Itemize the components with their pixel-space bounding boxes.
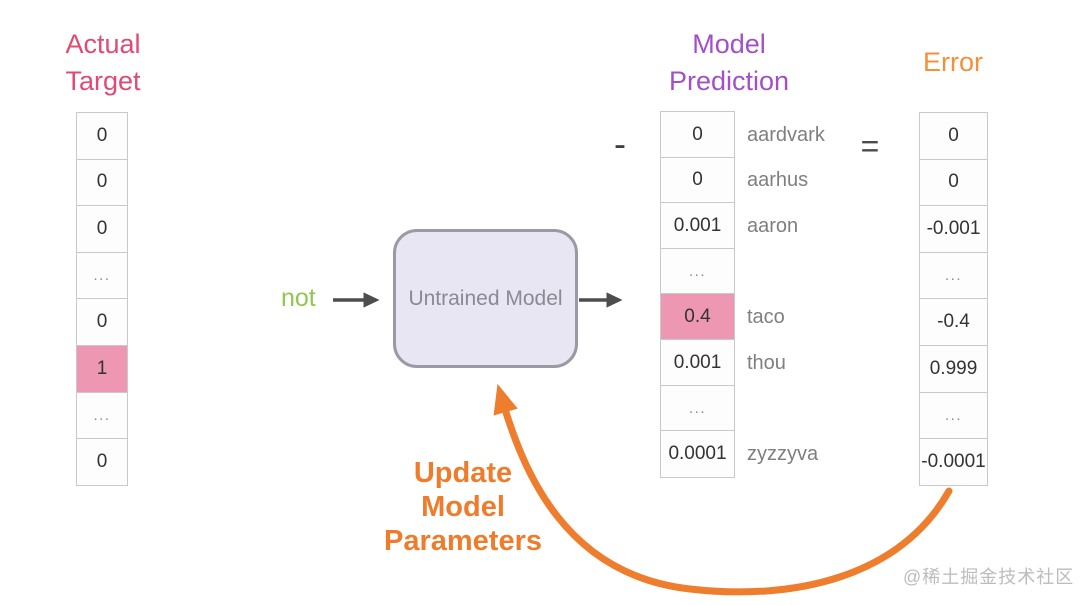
actual-target-cell: ... <box>76 391 128 440</box>
prediction-row: 0 aardvark <box>660 111 825 159</box>
error-cell: ... <box>919 391 988 440</box>
actual-target-cell: 0 <box>76 158 128 207</box>
error-header: Error <box>923 47 983 77</box>
cell-value: 0.001 <box>673 214 722 236</box>
prediction-cell: 0 <box>660 156 735 205</box>
prediction-cell: ... <box>660 384 735 433</box>
error-cell: -0.001 <box>919 205 988 253</box>
cell-value: 0 <box>96 171 108 193</box>
model-prediction-header: Model Prediction <box>668 29 790 96</box>
prediction-row: 0 aarhus <box>660 156 825 205</box>
actual-target-column: 0 0 0 ... 0 1 ... 0 <box>76 112 128 486</box>
cell-value: 0 <box>96 124 108 146</box>
actual-target-cell: 0 <box>76 438 128 486</box>
error-column: 0 0 -0.001 ... -0.4 0.999 ... -0.0001 <box>919 112 988 486</box>
actual-target-cell: 0 <box>76 205 128 253</box>
cell-value: 0 <box>96 450 108 472</box>
prediction-row: 0.0001 zyzzyva <box>660 430 825 478</box>
update-model-parameters-label: Update Model Parameters <box>384 457 542 557</box>
cell-value: 1 <box>96 357 108 379</box>
cell-value: 0 <box>692 169 703 191</box>
prediction-row: ... <box>660 247 825 296</box>
cell-value: 0 <box>948 171 959 193</box>
prediction-cell: ... <box>660 247 735 296</box>
actual-target-header: Actual Target <box>65 29 141 96</box>
prediction-cell: 0.0001 <box>660 430 735 478</box>
vocabulary-word: aardvark <box>747 123 825 146</box>
vocabulary-word: aaron <box>747 214 799 237</box>
error-cell: 0.999 <box>919 344 988 393</box>
cell-value: -0.4 <box>937 311 970 333</box>
cell-value: ... <box>944 406 962 424</box>
cell-value: 0 <box>948 124 959 146</box>
prediction-row: ... <box>660 384 825 433</box>
minus-operator: - <box>614 123 626 164</box>
actual-target-cell: 0 <box>76 298 128 346</box>
cell-value: ... <box>93 267 111 285</box>
model-box-label: Untrained Model <box>408 286 563 310</box>
cell-value: 0 <box>96 217 108 239</box>
cell-value: ... <box>688 399 706 417</box>
cell-value: 0.001 <box>673 351 722 373</box>
cell-value: 0.4 <box>684 306 711 328</box>
actual-target-cell: ... <box>76 251 128 300</box>
equals-operator: = <box>860 128 880 164</box>
prediction-cell: 0.001 <box>660 202 735 250</box>
prediction-cell: 0.4 <box>660 293 735 341</box>
prediction-cell: 0.001 <box>660 338 735 387</box>
cell-value: 0.999 <box>929 357 978 379</box>
prediction-row: 0.001 thou <box>660 338 825 387</box>
cell-value: ... <box>688 263 706 281</box>
prediction-row: 0.001 aaron <box>660 202 825 250</box>
actual-target-cell: 1 <box>76 344 128 393</box>
cell-value: 0.0001 <box>668 442 727 464</box>
cell-value: -0.0001 <box>921 450 986 472</box>
model-box: Untrained Model <box>393 229 578 368</box>
prediction-row: 0.4 taco <box>660 293 825 341</box>
watermark: @稀土掘金技术社区 <box>903 567 1075 587</box>
vocabulary-word: zyzzyva <box>747 442 819 465</box>
vocabulary-word: taco <box>747 306 785 329</box>
cell-value: ... <box>944 267 962 285</box>
error-cell: 0 <box>919 112 988 160</box>
cell-value: -0.001 <box>926 217 981 239</box>
cell-value: 0 <box>96 311 108 333</box>
model-prediction-column: 0 aardvark 0 aarhus 0.001 aaron ... 0.4 … <box>660 111 825 478</box>
error-cell: 0 <box>919 158 988 207</box>
vocabulary-word: aarhus <box>747 169 809 192</box>
vocabulary-word: thou <box>747 351 786 374</box>
prediction-cell: 0 <box>660 111 735 159</box>
error-cell: -0.0001 <box>919 438 988 486</box>
actual-target-cell: 0 <box>76 112 128 160</box>
cell-value: ... <box>93 406 111 424</box>
input-word-label: not <box>281 284 316 312</box>
cell-value: 0 <box>692 123 703 145</box>
error-cell: ... <box>919 251 988 300</box>
error-cell: -0.4 <box>919 298 988 346</box>
